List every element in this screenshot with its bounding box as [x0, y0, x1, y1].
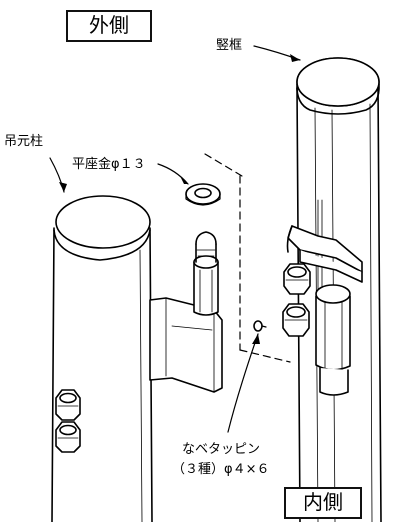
post-hinge-leaf: [149, 297, 223, 393]
vertical-frame-post: [296, 57, 382, 522]
screw-label-line2: （３種）φ４×６: [172, 462, 270, 477]
post-nut-lower: [55, 421, 81, 453]
hinge-post: [51, 195, 153, 522]
frame-nut-upper: [283, 263, 311, 295]
post-nut-upper: [55, 389, 81, 421]
outside-label-box: 外側: [66, 10, 152, 42]
hinge-post-label: 吊元柱: [4, 134, 44, 149]
vertical-frame-label: 竪框: [216, 38, 243, 53]
screw-label-line1: なベタッピン: [182, 442, 261, 457]
flat-washer-label: 平座金φ１３: [72, 157, 146, 172]
alignment-dashes: [204, 153, 291, 363]
flat-washer: [185, 183, 221, 206]
frame-hinge-bracket: [286, 225, 363, 283]
pan-head-screw: [253, 320, 267, 332]
frame-nut-lower: [282, 303, 310, 337]
frame-hinge-barrel: [315, 284, 351, 396]
hinge-pin: [193, 231, 219, 316]
inside-label-box: 内側: [284, 487, 362, 519]
leader-arrowheads: [59, 54, 300, 344]
